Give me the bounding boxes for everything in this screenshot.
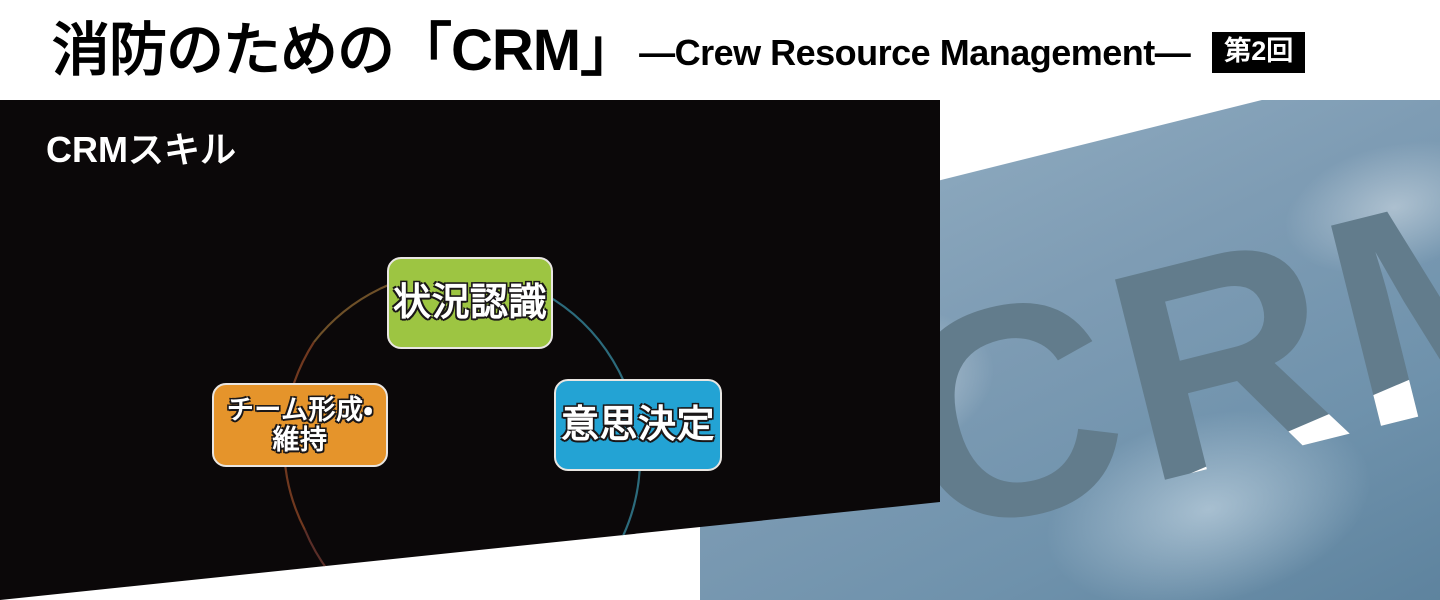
node-situational-awareness[interactable]: 状況認識 [387, 257, 553, 349]
diagram-title: CRMスキル [46, 129, 236, 170]
connector-arc-workload-to-decision [471, 535, 625, 600]
node-communication[interactable]: コミュニケ ーション [279, 583, 455, 600]
node-label-line: 意思決定 [560, 403, 715, 446]
crm-skills-diagram-panel: CRMスキル 状況認識 意思決定 ワークロード・ マネジメント コミュニケ ーシ… [0, 100, 940, 600]
node-team-building[interactable]: チーム形成・ 維持 [212, 383, 388, 467]
node-label-line: コミュニケ [291, 591, 444, 600]
connector-arc-communication-to-workload [303, 529, 473, 600]
node-label-line: チーム形成・ [226, 394, 374, 425]
node-decision-making[interactable]: 意思決定 [554, 379, 722, 471]
node-label-line: 維持 [272, 425, 328, 455]
page-subtitle-english: —Crew Resource Management— [639, 32, 1191, 73]
page-header: 消防のための「CRM」 —Crew Resource Management— 第… [0, 0, 1440, 100]
node-label-line: 状況認識 [392, 281, 547, 324]
node-workload-management[interactable]: ワークロード・ マネジメント [488, 587, 663, 600]
episode-badge: 第2回 [1212, 31, 1306, 73]
page-title-japanese: 消防のための「CRM」 [52, 18, 638, 83]
